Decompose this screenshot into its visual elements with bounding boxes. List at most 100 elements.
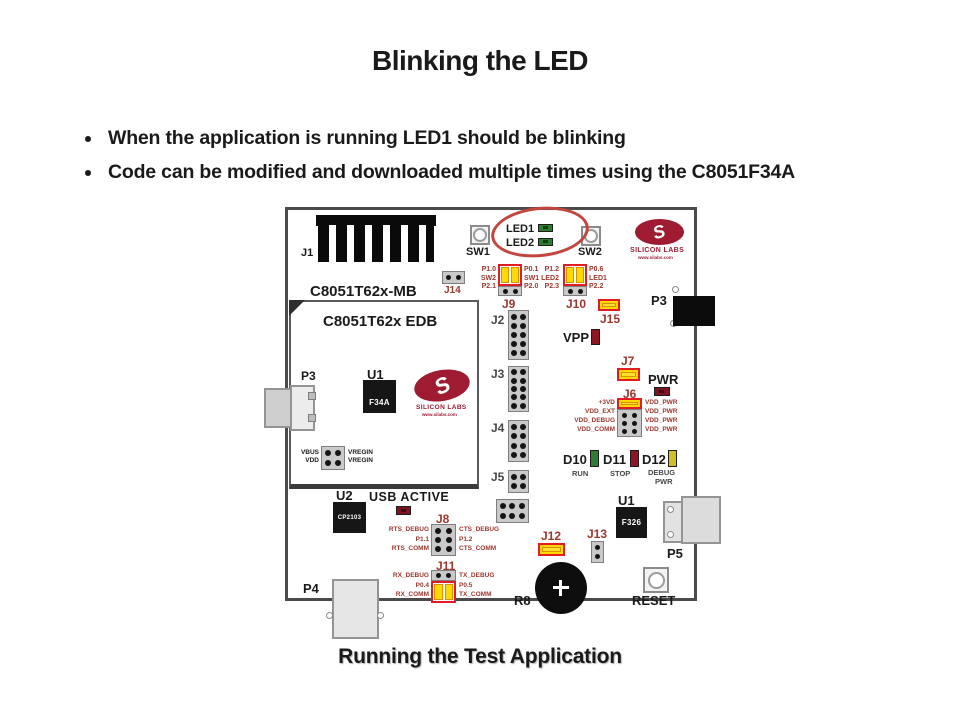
j6-right-3: VDD_PWR xyxy=(645,426,678,433)
pin-icon xyxy=(621,412,627,418)
j9-right-1: SW1 xyxy=(524,274,540,282)
d10-name: RUN xyxy=(572,469,589,478)
pin-icon xyxy=(511,369,518,376)
vregin-label-2: VREGIN xyxy=(348,457,373,464)
j7-label: J7 xyxy=(621,354,635,368)
pin-icon xyxy=(632,428,638,434)
pin-icon xyxy=(509,503,516,509)
dev-board-image: J1 C8051T62x-MB J14 SW1 SW2 LED1 LED2 S … xyxy=(264,202,721,639)
pin-icon xyxy=(511,322,518,329)
j10-left-labels: P1.2 LED2 P2.3 xyxy=(533,266,559,290)
j3-header xyxy=(508,366,529,412)
connector-pad-icon xyxy=(308,392,316,400)
j11-pin-row xyxy=(431,570,456,581)
pin-icon xyxy=(511,442,518,449)
j1-connector-bar xyxy=(316,215,436,226)
j6-header xyxy=(617,409,642,437)
j4-header xyxy=(508,420,529,462)
pin-icon xyxy=(519,402,526,409)
j11-left-1: P0.4 xyxy=(415,581,429,589)
j11-right-labels: TX_DEBUG P0.5 TX_COMM xyxy=(459,572,494,599)
vpp-label: VPP xyxy=(563,330,590,345)
j10-label: J10 xyxy=(566,297,587,311)
jumper-icon xyxy=(542,547,561,552)
j8-left-2: RTS_COMM xyxy=(391,545,429,552)
bullet-marker xyxy=(85,170,91,176)
connector-pad-icon xyxy=(308,414,316,422)
d12-name-1: DEBUG xyxy=(648,468,676,477)
j6-right-1: VDD_PWR xyxy=(645,408,678,415)
j9-left-0: P1.0 xyxy=(481,266,496,273)
led-die-icon xyxy=(543,240,548,243)
chip-marking: F326 xyxy=(621,518,642,527)
p4-usb-connector xyxy=(332,579,379,639)
r8-potentiometer xyxy=(535,562,587,614)
jumper-icon xyxy=(444,584,453,600)
button-cap-icon xyxy=(473,228,487,242)
jumper-icon xyxy=(566,267,574,283)
j14-label: J14 xyxy=(444,285,461,296)
jumper-icon xyxy=(501,267,509,283)
pin-icon xyxy=(511,331,518,338)
led2-label: LED2 xyxy=(506,237,535,249)
pin-icon xyxy=(335,460,341,466)
pin-icon xyxy=(446,275,452,280)
d12-name-2: PWR xyxy=(655,477,673,486)
pin-icon xyxy=(519,483,526,490)
j11-left-0: RX_DEBUG xyxy=(392,572,429,579)
u1-f34a-chip: F34A xyxy=(363,380,396,413)
p3-usb-connector-outer xyxy=(264,388,292,428)
pin-icon xyxy=(511,423,518,430)
edb-title: C8051T62x EDB xyxy=(323,313,438,330)
j10-left-2: P2.3 xyxy=(544,283,559,290)
pin-icon xyxy=(335,450,341,456)
j8-right-labels: CTS_DEBUG P1.2 CTS_COMM xyxy=(459,526,499,553)
j15-jumper xyxy=(598,299,620,311)
silicon-labs-logo-icon: S xyxy=(635,219,684,245)
d11-led xyxy=(630,450,639,467)
pin-icon xyxy=(511,452,518,459)
led2-component xyxy=(538,238,553,246)
j3-label: J3 xyxy=(491,367,505,381)
j12-jumper xyxy=(538,543,565,556)
pin-icon xyxy=(511,402,518,409)
pwr-label: PWR xyxy=(648,372,679,387)
vpp-component xyxy=(591,329,600,345)
p5-label: P5 xyxy=(667,546,683,561)
logo-mark: S xyxy=(429,370,454,400)
vbus-label: VBUS xyxy=(300,449,319,456)
pin-icon xyxy=(519,341,526,348)
j1-connector-teeth xyxy=(318,225,434,262)
pin-icon xyxy=(512,288,518,294)
pin-icon xyxy=(621,428,627,434)
edb-daughter-board: C8051T62x EDB P3 U1 F34A S SILICON LABS … xyxy=(264,300,479,489)
j8-label: J8 xyxy=(436,512,450,526)
pin-icon xyxy=(511,433,518,440)
j9-pin-row xyxy=(498,286,522,296)
j9-right-labels: P0.1 SW1 P2.0 xyxy=(524,266,539,290)
pin-icon xyxy=(435,536,442,543)
j6-right-0: VDD_PWR xyxy=(645,399,678,406)
pin-icon xyxy=(502,288,508,294)
sw2-label: SW2 xyxy=(578,246,602,258)
j9-right-0: P0.1 xyxy=(524,266,539,273)
j1-connector xyxy=(316,215,436,262)
led-die-icon xyxy=(401,508,406,512)
pin-icon xyxy=(511,350,518,357)
pin-icon xyxy=(325,460,331,466)
led-die-icon xyxy=(543,226,548,229)
p3-right-label: P3 xyxy=(651,293,667,308)
logo-url: www.silabs.com xyxy=(422,412,457,417)
pin-icon xyxy=(511,473,518,480)
pin-icon xyxy=(511,385,518,392)
pin-icon xyxy=(519,369,526,376)
j2-label: J2 xyxy=(491,313,505,327)
jumper-icon xyxy=(621,402,638,405)
bullet-marker xyxy=(85,136,91,142)
logo-url: www.silabs.com xyxy=(638,255,673,260)
sw1-label: SW1 xyxy=(466,246,490,258)
j8-right-2: CTS_COMM xyxy=(459,545,497,552)
mb-title: C8051T62x-MB xyxy=(310,283,417,300)
p3-power-jack xyxy=(673,296,715,326)
d11-label: D11 xyxy=(603,452,627,467)
